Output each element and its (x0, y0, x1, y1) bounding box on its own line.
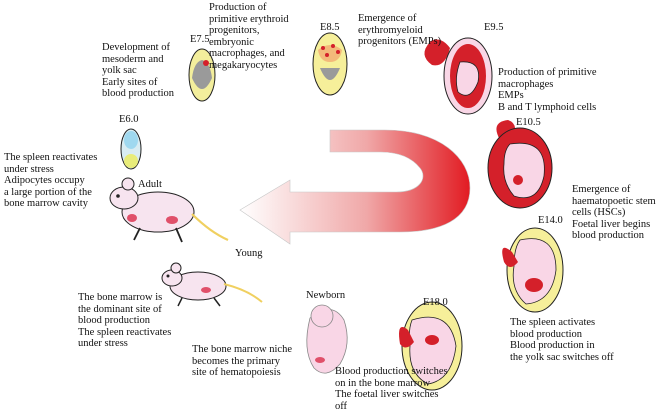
embryo-e9-5-shape (424, 37, 493, 115)
stage-desc-newborn: The bone marrow niche becomes the primar… (192, 344, 293, 379)
stage-desc-e9-5: Emergence of erythromyeloid progenitors … (358, 13, 442, 48)
stage-desc-e8-5: Production of primitive erythroid progen… (209, 2, 289, 71)
newborn-mouse-shape (306, 304, 348, 374)
young-mouse-shape (161, 262, 263, 307)
stage-desc-young: The bone marrow is the dominant site of … (78, 292, 172, 350)
embryo-e18-0-shape (399, 301, 463, 391)
stage-desc-e14-0: The spleen activates blood production Bl… (510, 317, 614, 363)
stage-label-young: Young (235, 248, 263, 259)
stage-label-e7-5: E7.5 (190, 34, 210, 45)
stage-label-e9-5: E9.5 (484, 22, 504, 33)
stage-label-adult: Adult (138, 179, 162, 190)
stage-label-e10-5: E10.5 (516, 117, 541, 128)
stage-desc-e7-5: Development of mesoderm and yolk sac Ear… (102, 42, 175, 100)
embryo-e6-0-shape (120, 128, 142, 170)
stage-label-e8-5: E8.5 (320, 22, 340, 33)
stage-desc-adult: The spleen reactivates under stress Adip… (4, 152, 98, 210)
stage-desc-e18-0: Blood production switches on in the bone… (335, 366, 448, 412)
adult-mouse-shape (109, 177, 229, 243)
stage-label-e14-0: E14.0 (538, 215, 563, 226)
stage-label-newborn: Newborn (306, 290, 346, 301)
embryo-e8-5-shape (312, 32, 348, 96)
embryo-e14-0-shape (502, 227, 564, 313)
embryo-e7-5-shape (188, 48, 216, 102)
u-turn-arrow (239, 129, 471, 245)
stage-desc-e10-5: Emergence of haematopoetic stem cells (H… (572, 184, 656, 242)
embryo-e10-5-shape (487, 120, 553, 209)
stage-label-e18-0: E18.0 (423, 297, 448, 308)
stage-label-e6-0: E6.0 (119, 114, 139, 125)
stage-desc-e9-5-production: Production of primitive macrophages EMPs… (498, 67, 597, 113)
